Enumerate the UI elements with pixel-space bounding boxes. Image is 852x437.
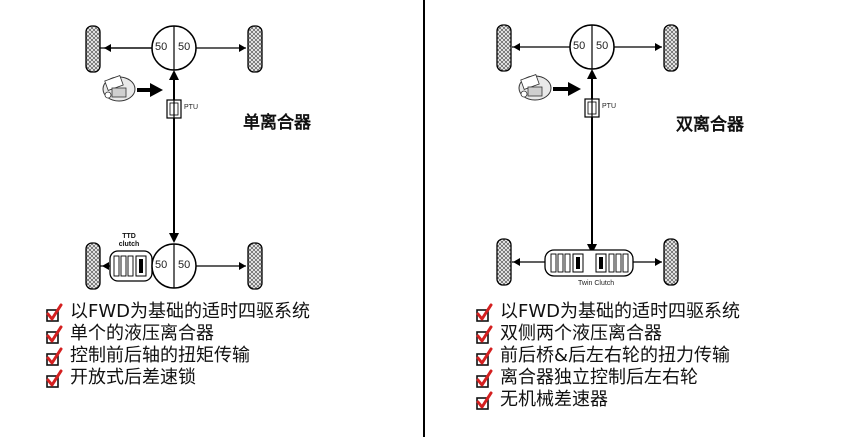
rear-left-wheel	[496, 238, 512, 286]
right-drivetrain	[496, 24, 679, 286]
feature-text: 单个的液压离合器	[70, 323, 214, 344]
feature-text: 前后桥&后左右轮的扭力传输	[500, 345, 731, 366]
ptu-label: PTU	[602, 103, 616, 110]
feature-text: 双侧两个液压离合器	[500, 323, 662, 344]
feature-item: 单个的液压离合器	[44, 323, 310, 345]
feature-item: 开放式后差速锁	[44, 367, 310, 389]
checkmark-icon	[476, 303, 493, 322]
checkmark-icon	[46, 369, 63, 388]
checkmark-icon	[476, 391, 493, 410]
ptu-label: PTU	[184, 104, 198, 111]
front-right-wheel	[247, 25, 263, 73]
feature-text: 无机械差速器	[500, 389, 608, 410]
front-left-wheel	[85, 25, 101, 73]
front-diff-right-value: 50	[178, 41, 191, 53]
engine-icon	[102, 75, 136, 102]
rear-diff-right-value: 50	[178, 259, 191, 271]
feature-text: 控制前后轴的扭矩传输	[70, 345, 250, 366]
feature-item: 无机械差速器	[474, 389, 740, 411]
twin-clutch-label: Twin Clutch	[578, 280, 615, 287]
checkmark-icon	[476, 325, 493, 344]
twin-clutch	[544, 249, 634, 277]
rear-right-wheel	[663, 238, 679, 286]
left-drivetrain	[85, 25, 263, 290]
ttd-label-line2: clutch	[118, 241, 140, 248]
rear-right-wheel	[247, 242, 263, 290]
left-feature-list: 以FWD为基础的适时四驱系统 单个的液压离合器 控制前后轴的扭矩传输 开放式后差…	[44, 301, 310, 389]
feature-item: 控制前后轴的扭矩传输	[44, 345, 310, 367]
rear-left-wheel	[85, 242, 101, 290]
ttd-clutch	[109, 250, 153, 282]
feature-item: 离合器独立控制后左右轮	[474, 367, 740, 389]
front-left-wheel	[496, 24, 512, 72]
front-diff-right-value: 50	[596, 40, 609, 52]
right-panel-title: 双离合器	[676, 115, 744, 135]
feature-text: 离合器独立控制后左右轮	[500, 367, 698, 388]
checkmark-icon	[476, 347, 493, 366]
checkmark-icon	[46, 325, 63, 344]
feature-text: 以FWD为基础的适时四驱系统	[70, 301, 311, 322]
rear-diff-left-value: 50	[155, 259, 168, 271]
checkmark-icon	[46, 303, 63, 322]
feature-item: 前后桥&后左右轮的扭力传输	[474, 345, 740, 367]
feature-text: 以FWD为基础的适时四驱系统	[500, 301, 741, 322]
left-panel-title: 单离合器	[243, 113, 311, 133]
engine-icon	[518, 74, 552, 101]
feature-text: 开放式后差速锁	[70, 367, 196, 388]
ttd-label-line1: TTD	[122, 233, 136, 240]
feature-item: 双侧两个液压离合器	[474, 323, 740, 345]
feature-item: 以FWD为基础的适时四驱系统	[474, 301, 740, 323]
checkmark-icon	[476, 369, 493, 388]
checkmark-icon	[46, 347, 63, 366]
ttd-clutch-label: TTD clutch	[112, 233, 146, 249]
front-diff-left-value: 50	[573, 40, 586, 52]
front-right-wheel	[663, 24, 679, 72]
right-feature-list: 以FWD为基础的适时四驱系统 双侧两个液压离合器 前后桥&后左右轮的扭力传输 离…	[474, 301, 740, 411]
feature-item: 以FWD为基础的适时四驱系统	[44, 301, 310, 323]
front-diff-left-value: 50	[155, 41, 168, 53]
